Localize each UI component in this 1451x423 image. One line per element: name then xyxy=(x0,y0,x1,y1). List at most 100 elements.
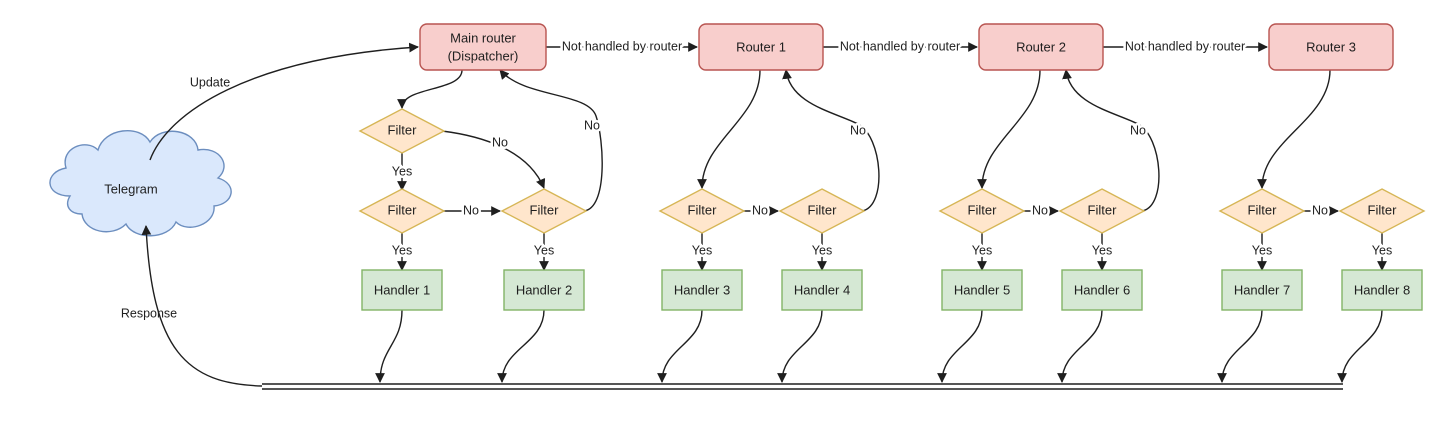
filter-h-label: Filter xyxy=(1248,202,1278,217)
main-router-box xyxy=(419,23,547,71)
handler-2-label: Handler 2 xyxy=(516,282,572,297)
filter-g-label: Filter xyxy=(1088,202,1118,217)
edge-label-no-2: No xyxy=(463,203,479,217)
handler-3-box xyxy=(661,269,743,311)
edge-label-not-handled-2: Not handled by router xyxy=(840,39,960,53)
edge-label-yes-6: Yes xyxy=(972,243,992,257)
node-filter-b[interactable]: Filter xyxy=(358,188,446,234)
node-filter-a[interactable]: Filter xyxy=(358,108,446,154)
edge-label-no-1: No xyxy=(492,135,508,149)
router-2-label: Router 2 xyxy=(1016,39,1066,54)
node-filter-d[interactable]: Filter xyxy=(658,188,746,234)
edge-label-no-5: No xyxy=(752,203,768,217)
edge-label-no-8: No xyxy=(1312,203,1328,217)
edge-label-yes-5: Yes xyxy=(812,243,832,257)
edge-label-yes-7: Yes xyxy=(1092,243,1112,257)
response-collector-bus xyxy=(262,383,1343,390)
edge-handler-8-to-bus xyxy=(1337,309,1383,383)
node-router-2[interactable]: Router 2 xyxy=(978,23,1104,71)
filter-h-diamond xyxy=(1218,188,1306,234)
handler-1-label: Handler 1 xyxy=(374,282,430,297)
handler-3-label: Handler 3 xyxy=(674,282,730,297)
node-filter-g[interactable]: Filter xyxy=(1058,188,1146,234)
node-handler-8[interactable]: Handler 8 xyxy=(1341,269,1423,311)
filter-b-diamond xyxy=(358,188,446,234)
edge-label-yes-8: Yes xyxy=(1252,243,1272,257)
edge-label-no-7: No xyxy=(1032,203,1048,217)
edge-label-yes-2: Yes xyxy=(392,243,412,257)
router-2-box xyxy=(978,23,1104,71)
edge-label-yes-3: Yes xyxy=(534,243,554,257)
router-1-box xyxy=(698,23,824,71)
node-handler-4[interactable]: Handler 4 xyxy=(781,269,863,311)
filter-e-diamond xyxy=(778,188,866,234)
handler-4-label: Handler 4 xyxy=(794,282,850,297)
node-filter-i[interactable]: Filter xyxy=(1338,188,1426,234)
cloud-shape xyxy=(49,129,232,237)
handler-5-label: Handler 5 xyxy=(954,282,1010,297)
filter-i-diamond xyxy=(1338,188,1426,234)
edge-router3-to-filter-h xyxy=(1257,69,1331,189)
node-filter-f[interactable]: Filter xyxy=(938,188,1026,234)
edge-label-no-4: No xyxy=(850,123,866,137)
edge-label-yes-9: Yes xyxy=(1372,243,1392,257)
main-router-label-line2: (Dispatcher) xyxy=(448,48,519,63)
handler-8-box xyxy=(1341,269,1423,311)
edge-label-no-3: No xyxy=(584,118,600,132)
telegram-label: Telegram xyxy=(104,181,157,196)
edge-update xyxy=(149,42,419,161)
edge-label-yes-1: Yes xyxy=(392,164,412,178)
node-handler-2[interactable]: Handler 2 xyxy=(503,269,585,311)
edge-router1-to-filter-d xyxy=(697,69,761,189)
edge-label-no-6: No xyxy=(1130,123,1146,137)
filter-c-label: Filter xyxy=(530,202,560,217)
edge-handler-7-to-bus xyxy=(1217,309,1263,383)
handler-7-box xyxy=(1221,269,1303,311)
filter-c-diamond xyxy=(500,188,588,234)
edge-mainrouter-to-filter-a xyxy=(397,69,463,109)
node-handler-3[interactable]: Handler 3 xyxy=(661,269,743,311)
telegram-cloud-node[interactable]: Telegram xyxy=(49,129,232,237)
node-handler-7[interactable]: Handler 7 xyxy=(1221,269,1303,311)
edge-handler-6-to-bus xyxy=(1057,309,1103,383)
filter-a-diamond xyxy=(358,108,446,154)
edge-handler-4-to-bus xyxy=(777,309,823,383)
filter-b-label: Filter xyxy=(388,202,418,217)
node-handler-6[interactable]: Handler 6 xyxy=(1061,269,1143,311)
filter-e-label: Filter xyxy=(808,202,838,217)
edge-handler-1-to-bus xyxy=(375,309,403,383)
node-filter-h[interactable]: Filter xyxy=(1218,188,1306,234)
handler-1-box xyxy=(361,269,443,311)
edge-filter-c-no-to-mainrouter xyxy=(499,69,603,212)
edge-handler-3-to-bus xyxy=(657,309,703,383)
node-filter-e[interactable]: Filter xyxy=(778,188,866,234)
edge-response xyxy=(141,225,263,387)
handler-5-box xyxy=(941,269,1023,311)
edge-label-response: Response xyxy=(121,306,177,320)
node-handler-5[interactable]: Handler 5 xyxy=(941,269,1023,311)
edge-filter-e-no-to-router1 xyxy=(782,69,880,212)
edge-filter-a-no-to-filter-c xyxy=(441,130,546,189)
node-router-3[interactable]: Router 3 xyxy=(1268,23,1394,71)
edge-label-update: Update xyxy=(190,75,230,89)
node-filter-c[interactable]: Filter xyxy=(500,188,588,234)
node-handler-1[interactable]: Handler 1 xyxy=(361,269,443,311)
filter-f-label: Filter xyxy=(968,202,998,217)
handler-4-box xyxy=(781,269,863,311)
main-router-label-line1: Main router xyxy=(450,30,516,45)
filter-a-label: Filter xyxy=(388,122,418,137)
edge-router2-to-filter-f xyxy=(977,69,1041,189)
edge-filter-g-no-to-router2 xyxy=(1062,69,1160,212)
filter-d-diamond xyxy=(658,188,746,234)
edge-handler-5-to-bus xyxy=(937,309,983,383)
filter-f-diamond xyxy=(938,188,1026,234)
handler-6-box xyxy=(1061,269,1143,311)
node-router-1[interactable]: Router 1 xyxy=(698,23,824,71)
filter-d-label: Filter xyxy=(688,202,718,217)
filter-i-label: Filter xyxy=(1368,202,1398,217)
node-main-router[interactable]: Main router (Dispatcher) xyxy=(419,23,547,71)
router-3-box xyxy=(1268,23,1394,71)
handler-2-box xyxy=(503,269,585,311)
router-1-label: Router 1 xyxy=(736,39,786,54)
